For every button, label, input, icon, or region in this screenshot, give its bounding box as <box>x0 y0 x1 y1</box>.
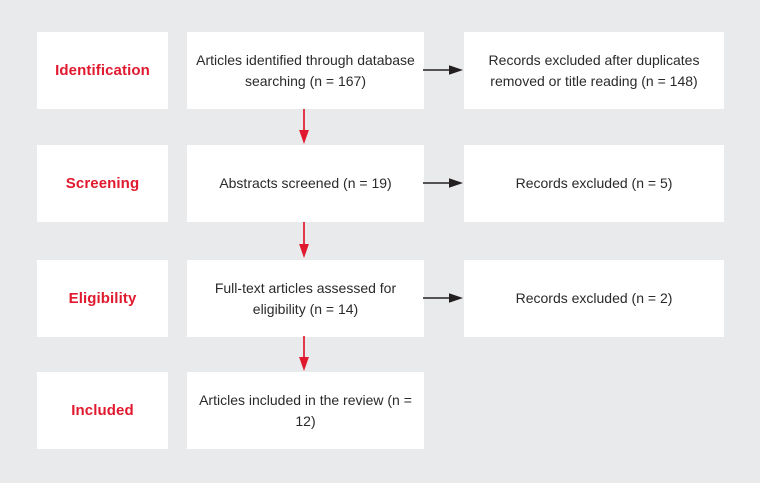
side-box-identification-excluded: Records excluded after duplicates remove… <box>464 32 724 109</box>
arrow-right-icon <box>423 65 463 75</box>
main-box-identification: Articles identified through database sea… <box>187 32 424 109</box>
stage-label-included: Included <box>37 372 168 449</box>
side-box-screening-excluded: Records excluded (n = 5) <box>464 145 724 222</box>
arrow-down-icon <box>299 336 309 371</box>
main-box-screening: Abstracts screened (n = 19) <box>187 145 424 222</box>
stage-label-identification: Identification <box>37 32 168 109</box>
stage-label-screening: Screening <box>37 145 168 222</box>
stage-label-eligibility: Eligibility <box>37 260 168 337</box>
arrow-right-icon <box>423 178 463 188</box>
arrow-down-icon <box>299 222 309 258</box>
arrow-right-icon <box>423 293 463 303</box>
side-box-eligibility-excluded: Records excluded (n = 2) <box>464 260 724 337</box>
main-box-included: Articles included in the review (n = 12) <box>187 372 424 449</box>
main-box-eligibility: Full-text articles assessed for eligibil… <box>187 260 424 337</box>
arrow-down-icon <box>299 109 309 144</box>
